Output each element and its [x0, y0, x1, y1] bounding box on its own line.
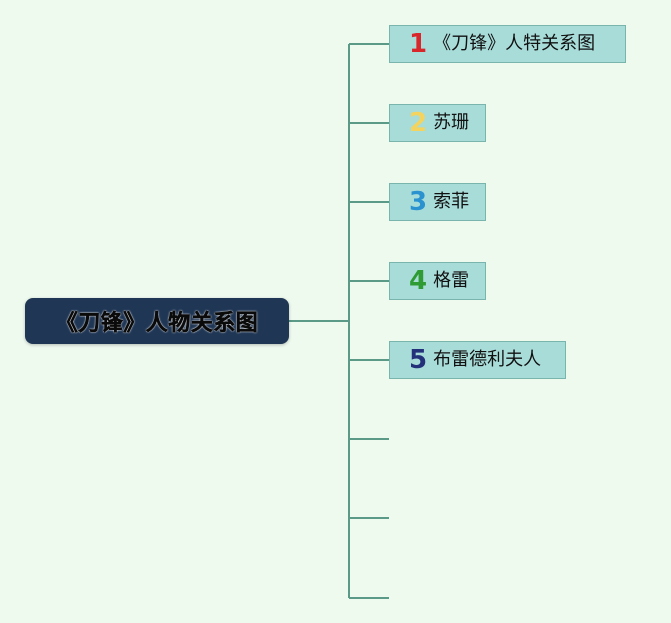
branch-node-5[interactable]: 5 布雷德利夫人 — [389, 341, 566, 379]
branch-node-1[interactable]: 1 《刀锋》人特关系图 — [389, 25, 626, 63]
branch-label-2: 苏珊 — [433, 112, 470, 133]
branch-node-2[interactable]: 2 苏珊 — [389, 104, 486, 142]
branch-label-3: 索菲 — [433, 191, 470, 212]
root-node[interactable]: 《刀锋》人物关系图 — [25, 298, 289, 344]
branch-label-5: 布雷德利夫人 — [433, 349, 542, 370]
branch-node-3[interactable]: 3 索菲 — [389, 183, 486, 221]
branch-label-4: 格雷 — [433, 270, 470, 291]
branch-number-4: 4 — [409, 266, 428, 296]
branch-node-4[interactable]: 4 格雷 — [389, 262, 486, 300]
branch-number-3: 3 — [409, 187, 428, 217]
branch-number-1: 1 — [409, 29, 428, 59]
branch-number-5: 5 — [409, 345, 428, 375]
root-label: 《刀锋》人物关系图 — [55, 311, 259, 337]
branch-number-2: 2 — [409, 108, 428, 138]
branch-label-1: 《刀锋》人特关系图 — [433, 33, 596, 54]
